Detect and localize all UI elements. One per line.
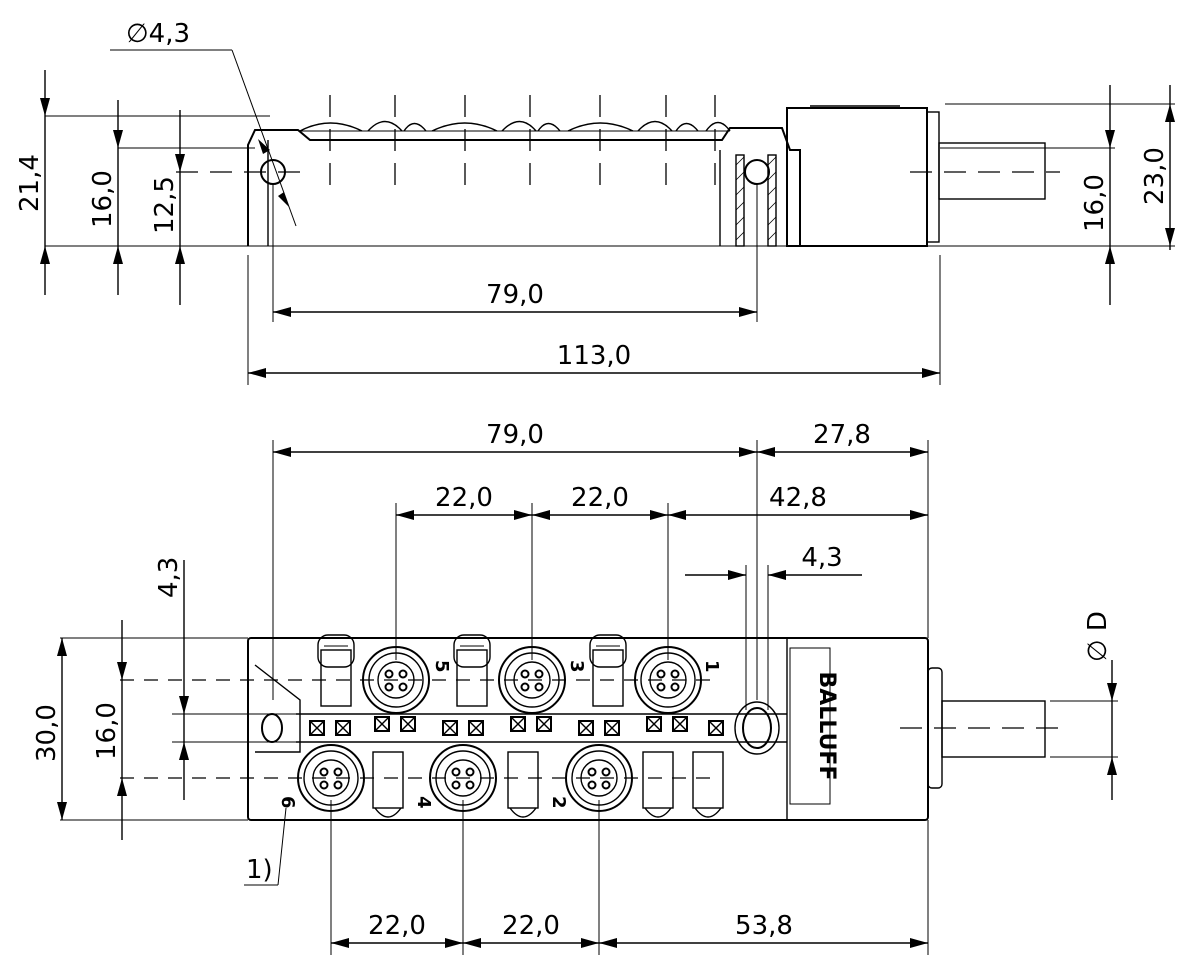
height-12-5-label: 12,5 xyxy=(150,176,180,234)
height-23-0-label: 23,0 xyxy=(1140,147,1170,205)
footnote-marker-label: 1) xyxy=(246,855,273,885)
dim-hole-spacing-79-0: 79,0 xyxy=(273,420,757,457)
dim-pitch-22-0-a: 22,0 xyxy=(396,483,532,520)
port-number-1: 1 xyxy=(701,660,722,673)
height-16-0-right-label: 16,0 xyxy=(1080,174,1110,232)
dim-length-79-0: 79,0 xyxy=(273,280,757,317)
dim-height-23-0: 23,0 xyxy=(1140,85,1175,250)
dim-bottom-pitch-22-0-b: 22,0 xyxy=(463,911,599,948)
dim-slot-width-4-3: 4,3 xyxy=(685,543,862,580)
bottom-label-windows xyxy=(372,751,724,818)
top-mounting-slot-right xyxy=(734,701,780,755)
dim-length-113-0: 113,0 xyxy=(248,341,940,378)
dim-cable-diameter: ∅ D xyxy=(1083,611,1117,800)
hole-diameter-label: ∅4,3 xyxy=(126,19,190,49)
slot-offset-4-3-label: 4,3 xyxy=(154,557,184,598)
dim-height-16-0-left: 16,0 xyxy=(88,100,123,295)
side-view: ∅4,3 21,4 16,0 12,5 16,0 xyxy=(15,19,1175,385)
slot-width-4-3-label: 4,3 xyxy=(801,543,842,573)
status-leds xyxy=(309,716,724,736)
port-number-2: 2 xyxy=(548,796,569,809)
length-79-0-label: 79,0 xyxy=(486,280,544,310)
dim-height-16-0-right: 16,0 xyxy=(1080,85,1115,305)
hole-to-end-27-8-label: 27,8 xyxy=(813,420,871,450)
side-cable-housing xyxy=(786,105,1046,247)
port-number-4: 4 xyxy=(413,796,434,809)
top-label-windows xyxy=(317,634,627,707)
dim-height-12-5: 12,5 xyxy=(150,110,185,305)
cable-diameter-label: ∅ D xyxy=(1083,611,1113,662)
dim-pitch-22-0-b: 22,0 xyxy=(532,483,668,520)
hole-diameter-leader: ∅4,3 xyxy=(110,19,297,227)
dim-slot-offset-4-3: 4,3 xyxy=(154,557,189,800)
top-mounting-tab-left xyxy=(254,664,301,753)
dim-hole-to-end-27-8: 27,8 xyxy=(757,420,928,457)
dim-width-30-0: 30,0 xyxy=(32,638,67,820)
bottom-pitch-22-0-b-label: 22,0 xyxy=(502,911,560,941)
bottom-pitch-22-0-a-label: 22,0 xyxy=(368,911,426,941)
footnote-leader: 1) xyxy=(244,807,287,886)
dim-port1-to-end-42-8: 42,8 xyxy=(668,483,928,520)
top-extension-lines xyxy=(272,440,929,955)
port-number-5: 5 xyxy=(431,660,452,673)
side-body-outline xyxy=(247,127,801,246)
side-center-lines xyxy=(45,95,1175,247)
dim-bottom-pitch-22-0-a: 22,0 xyxy=(331,911,463,948)
top-view: BALLUFF xyxy=(32,420,1118,955)
port1-to-end-42-8-label: 42,8 xyxy=(769,483,827,513)
port2-to-end-53-8-label: 53,8 xyxy=(735,911,793,941)
height-21-4-label: 21,4 xyxy=(15,154,45,212)
side-port-bumps xyxy=(299,120,731,132)
pitch-22-0-b-label: 22,0 xyxy=(571,483,629,513)
dim-row-spacing-16-0: 16,0 xyxy=(92,620,127,840)
row-spacing-16-0-label: 16,0 xyxy=(92,702,122,760)
port-number-6: 6 xyxy=(277,796,298,809)
brand-label: BALLUFF xyxy=(814,672,839,781)
width-30-0-label: 30,0 xyxy=(32,704,62,762)
side-hatched-sleeve xyxy=(735,154,777,247)
top-cable-housing: BALLUFF xyxy=(789,647,1046,805)
dim-port2-to-end-53-8: 53,8 xyxy=(599,911,928,948)
length-113-0-label: 113,0 xyxy=(557,341,631,371)
pitch-22-0-a-label: 22,0 xyxy=(435,483,493,513)
dim-height-21-4: 21,4 xyxy=(15,70,50,295)
port-number-labels: 5 3 1 6 4 2 xyxy=(277,660,722,809)
height-16-0-left-label: 16,0 xyxy=(88,170,118,228)
top-center-lines xyxy=(60,637,1118,821)
hole-spacing-79-0-label: 79,0 xyxy=(486,420,544,450)
port-number-3: 3 xyxy=(566,660,587,673)
